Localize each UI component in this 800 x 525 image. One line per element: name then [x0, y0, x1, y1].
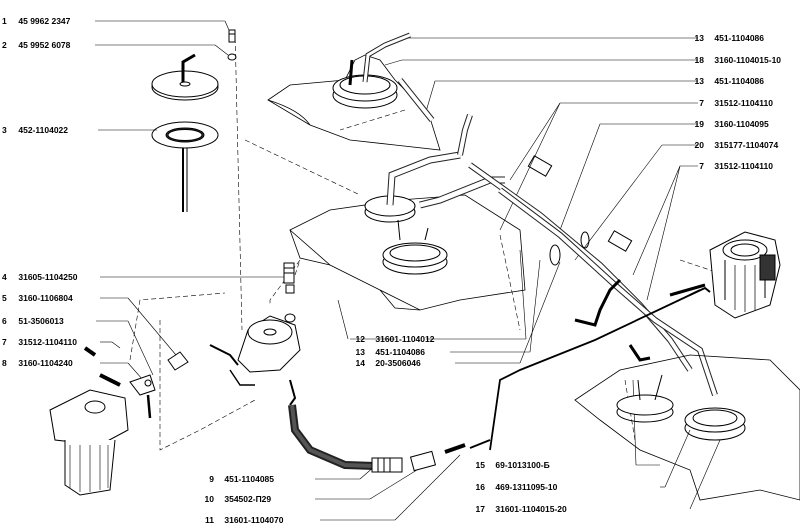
callout-label-18: 18 3160-1104015-10	[686, 55, 782, 65]
callout-label-7-b: 7 31512-1104110	[686, 161, 773, 171]
callout-number: 7	[699, 161, 704, 171]
diagonal-pipes	[468, 155, 718, 451]
callout-label-20: 20 315177-1104074	[686, 140, 779, 150]
callout-label-13-mid: 13 451-1104086	[347, 347, 425, 357]
callout-number: 7	[2, 337, 7, 347]
callout-label-11: 11 31601-1104070	[196, 515, 283, 525]
callout-label-15: 15 69-1013100-Б	[467, 460, 550, 470]
part-number: 451-1104085	[224, 474, 275, 484]
callout-number: 15	[475, 460, 485, 470]
callout-label-13-b: 13 451-1104086	[686, 76, 764, 86]
callout-label-14: 14 20-3506046	[347, 358, 421, 368]
callout-number: 13	[355, 347, 365, 357]
callout-label-7: 7 31512-1104110	[2, 337, 77, 347]
callout-number: 2	[2, 40, 7, 50]
part-number: 315177-1104074	[714, 140, 779, 150]
lower-left-filter	[49, 346, 189, 496]
part-number: 31605-1104250	[18, 272, 78, 282]
callout-number: 16	[475, 482, 485, 492]
part-number: 31512-1104110	[714, 161, 773, 171]
callout-number: 7	[699, 98, 704, 108]
callout-label-8: 8 3160-1104240	[2, 358, 73, 368]
dashed-guides	[129, 29, 771, 451]
part-number: 20-3506046	[375, 358, 421, 368]
callout-number: 13	[694, 33, 704, 43]
part-number: 451-1104086	[714, 33, 765, 43]
part-number: 31601-1104012	[375, 334, 435, 344]
callout-number: 9	[209, 474, 214, 484]
part-number: 451-1104086	[375, 347, 426, 357]
main-tank-upper	[289, 114, 526, 311]
part-number: 3160-1104240	[18, 358, 73, 368]
fuel-gauge-sender-parts	[151, 29, 237, 212]
callout-number: 14	[355, 358, 365, 368]
part-number: 45 9962 2347	[18, 16, 71, 26]
part-number: 31512-1104110	[714, 98, 773, 108]
part-number: 45 9952 6078	[18, 40, 71, 50]
lower-right-tank	[574, 354, 800, 501]
callout-number: 4	[2, 272, 7, 282]
callout-label-1: 1 45 9962 2347	[2, 16, 70, 26]
callout-number: 13	[694, 76, 704, 86]
callout-number: 3	[2, 125, 7, 135]
callout-number: 17	[475, 504, 485, 514]
callout-label-4: 4 31605-1104250	[2, 272, 77, 282]
part-number: 3160-1104095	[714, 119, 769, 129]
callout-number: 18	[694, 55, 704, 65]
part-number: 354502-П29	[224, 494, 272, 504]
callout-label-10: 10 354502-П29	[196, 494, 272, 504]
part-number: 31512-1104110	[18, 337, 77, 347]
callout-label-2: 2 45 9952 6078	[2, 40, 70, 50]
part-number: 451-1104086	[714, 76, 765, 86]
part-number: 31601-1104015-20	[495, 504, 567, 514]
callout-label-5: 5 3160-1106804	[2, 293, 73, 303]
callout-label-3: 3 452-1104022	[2, 125, 68, 135]
part-number: 51-3506013	[18, 316, 64, 326]
callout-number: 12	[355, 334, 365, 344]
fuel-hose	[288, 404, 491, 473]
callout-number: 1	[2, 16, 7, 26]
part-number: 31601-1104070	[224, 515, 284, 525]
part-number: 69-1013100-Б	[495, 460, 550, 470]
upper-tank-detail	[267, 32, 441, 151]
callout-number: 19	[694, 119, 704, 129]
callout-number: 5	[2, 293, 7, 303]
callout-number: 10	[204, 494, 214, 504]
callout-label-19: 19 3160-1104095	[686, 119, 769, 129]
callout-label-7-a: 7 31512-1104110	[686, 98, 773, 108]
part-number: 3160-1104015-10	[714, 55, 782, 65]
callout-label-12: 12 31601-1104012	[347, 334, 435, 344]
callout-label-16: 16 469-1311095-10	[467, 482, 558, 492]
callout-label-13-a: 13 451-1104086	[686, 33, 764, 43]
part-number: 469-1311095-10	[495, 482, 558, 492]
part-number: 3160-1106804	[18, 293, 73, 303]
callout-number: 11	[205, 515, 214, 525]
fuel-pump	[209, 262, 301, 406]
fuel-filter-right	[669, 231, 781, 319]
callout-number: 8	[2, 358, 7, 368]
callout-label-6: 6 51-3506013	[2, 316, 64, 326]
callout-label-17: 17 31601-1104015-20	[467, 504, 567, 514]
part-number: 452-1104022	[18, 125, 69, 135]
callout-number: 6	[2, 316, 7, 326]
callout-number: 20	[694, 140, 704, 150]
callout-label-9: 9 451-1104085	[196, 474, 274, 484]
